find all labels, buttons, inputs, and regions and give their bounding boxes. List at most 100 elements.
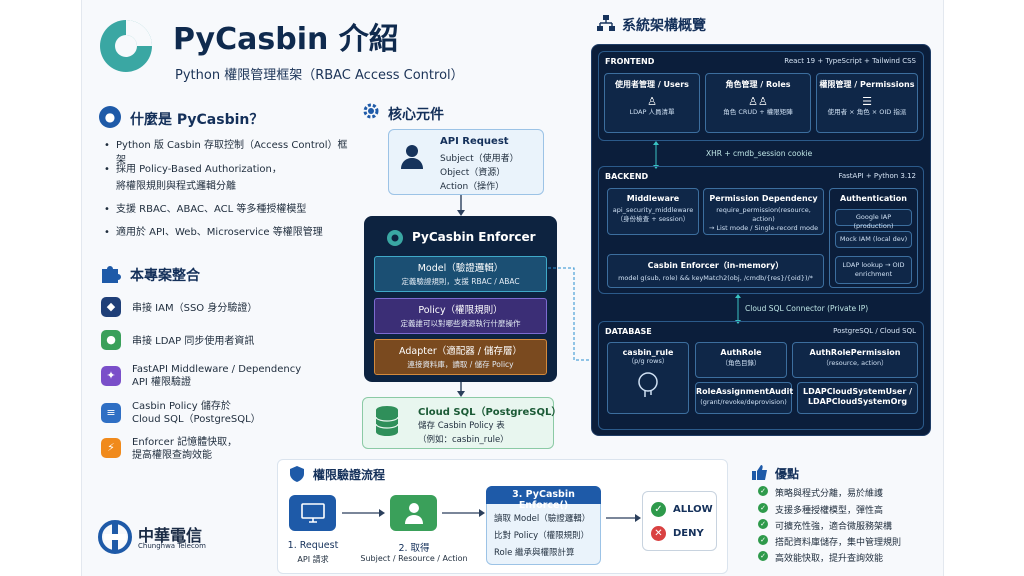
lightning-icon: ⚡: [101, 438, 121, 458]
arrow-down-icon: [457, 195, 465, 216]
permdep-card: Permission Dependency require_permission…: [703, 188, 824, 235]
integration-item-cont: Cloud SQL（PostgreSQL）: [132, 414, 261, 425]
user-icon: [405, 503, 423, 524]
plugin-icon: ✦: [101, 366, 121, 386]
integration-item-cont: 提高權限查詢效能: [132, 450, 212, 461]
api-request-box: [388, 129, 544, 195]
obtain-step-box: [390, 495, 437, 531]
check-icon: ✓: [758, 535, 768, 545]
database-icon: ≡: [101, 403, 121, 423]
integration-item: 串接 IAM（SSO 身分驗證）: [132, 303, 258, 314]
check-icon: ✓: [758, 503, 768, 513]
shield-icon: [290, 466, 304, 482]
advantages-title: 優點: [775, 467, 800, 481]
casbin-enforcer-desc: model g(sub, role) && keyMatch2(obj, /cm…: [618, 274, 813, 282]
step3-title: 3. PyCasbin Enforce(): [512, 489, 575, 511]
gear-icon: [363, 103, 379, 119]
cloudsql-line: （例如：casbin_rule）: [418, 435, 509, 445]
permdep-title: Permission Dependency: [709, 194, 818, 203]
advantage-item: 支援多種授權模型，彈性高: [775, 506, 884, 516]
database-label: DATABASE: [605, 327, 652, 336]
arrow-right-icon: [606, 514, 641, 522]
deny-icon: ✕: [651, 526, 666, 541]
adapter-row: Adapter（適配器 / 儲存層） 連接資料庫，讀取 / 儲存 Policy: [374, 339, 547, 375]
advantage-item: 高效能快取，提升查詢效能: [775, 554, 884, 564]
integration-item-cont: API 權限驗證: [132, 377, 191, 388]
db-table-title: LDAPCloudSystemUser /: [803, 387, 912, 396]
what-item: Python 版 Casbin 存取控制（Access Control）框架: [104, 138, 356, 168]
check-icon: ✓: [758, 486, 768, 496]
conn-cloudsql: Cloud SQL Connector (Private IP): [745, 304, 869, 313]
db-table-desc: (grant/revoke/deprovision): [700, 398, 787, 406]
db-table-desc: LDAPCloudSystemOrg: [807, 397, 908, 406]
flow-title: 權限驗證流程: [313, 468, 386, 482]
company-name: 中華電信: [138, 526, 203, 545]
user-icon: [401, 145, 423, 169]
check-icon: ✓: [758, 551, 768, 561]
users-card-desc: LDAP 人員清單: [629, 108, 675, 116]
step1-title: 1. Request: [287, 540, 339, 551]
permissions-card-desc: 使用者 × 角色 × OID 指派: [827, 108, 907, 116]
auth-item-label: Mock IAM (local dev): [839, 235, 908, 243]
chunghwa-logo-icon: [98, 520, 132, 554]
users-icon: ●: [101, 330, 121, 350]
what-item-cont: 將權限規則與程式邏輯分離: [116, 181, 236, 192]
casbin-rule-card: casbin_rule （p/g rows）: [607, 342, 689, 414]
casbin-enforcer-card: Casbin Enforcer（in-memory） model g(sub, …: [607, 254, 824, 288]
advantage-item: 可擴充性強，適合微服務架構: [775, 522, 893, 532]
conn-xhr: XHR + cmdb_session cookie: [706, 149, 813, 158]
what-item: 支援 RBAC、ABAC、ACL 等多種授權模型: [104, 202, 356, 217]
db-table-desc: （角色目錄）: [721, 359, 761, 367]
list-icon: ☰: [862, 95, 872, 108]
casbin-rule-title: casbin_rule: [622, 348, 674, 357]
connector-arrow-icon: [735, 294, 741, 324]
deny-label: DENY: [673, 528, 704, 539]
integration-title: 本專案整合: [130, 268, 200, 284]
users-icon: ♙♙: [748, 95, 768, 108]
db-table: AuthRolePermission （resource, action）: [792, 342, 918, 378]
users-card: 使用者管理 / Users ♙ LDAP 人員清單: [604, 73, 700, 133]
permdep-line: → List mode / Single-record mode: [708, 224, 819, 232]
frontend-lane: [598, 51, 924, 141]
page-subtitle: Python 權限管理框架（RBAC Access Control）: [175, 68, 464, 83]
permissions-card-title: 權限管理 / Permissions: [819, 80, 915, 89]
what-item: 採用 Policy-Based Authorization，: [104, 162, 356, 177]
step2-desc: Subject / Resource / Action: [360, 554, 468, 563]
allow-label: ALLOW: [673, 504, 713, 515]
backend-tech: FastAPI + Python 3.12: [838, 172, 916, 180]
db-table-desc: （resource, action）: [822, 359, 888, 367]
model-row: Model（驗證邏輯） 定義驗證規則，支援 RBAC / ABAC: [374, 256, 547, 292]
roles-card: 角色管理 / Roles ♙♙ 角色 CRUD + 權限矩陣: [705, 73, 811, 133]
roles-card-title: 角色管理 / Roles: [725, 80, 791, 89]
middleware-line: （身份檢查 + session）: [616, 215, 690, 223]
frontend-label: FRONTEND: [605, 57, 655, 66]
puzzle-icon: [102, 266, 121, 283]
enforcer-title: PyCasbin Enforcer: [412, 230, 536, 244]
enforce-step-header: [486, 486, 601, 504]
auth-item-label: Google IAP (production): [853, 213, 894, 230]
result-box: [642, 491, 717, 551]
integration-item: 串接 LDAP 同步使用者資訊: [132, 336, 255, 347]
pycasbin-logo-icon: [387, 230, 403, 246]
auth-item: LDAP lookup → OID enrichment: [835, 256, 912, 284]
auth-item-label: LDAP lookup → OID enrichment: [842, 261, 905, 278]
db-table-title: RoleAssignmentAudit: [696, 387, 794, 396]
monitor-icon: [301, 503, 325, 523]
architecture-title: 系統架構概覽: [622, 18, 706, 34]
what-item: 適用於 API、Web、Microservice 等權限管理: [104, 225, 356, 240]
check-icon: ✓: [651, 502, 666, 517]
api-request-title: API Request: [440, 136, 509, 147]
connector-arrow-icon: [653, 141, 659, 169]
casbin-rule-desc: （p/g rows）: [627, 357, 669, 365]
policy-row: Policy（權限規則） 定義誰可以對哪些資源執行什麼操作: [374, 298, 547, 334]
cloudsql-title: Cloud SQL（PostgreSQL）: [418, 407, 562, 418]
auth-title: Authentication: [840, 194, 907, 203]
users-card-title: 使用者管理 / Users: [615, 80, 689, 89]
roles-card-desc: 角色 CRUD + 權限矩陣: [723, 108, 793, 116]
api-request-line: Object（資源）: [440, 168, 506, 178]
api-request-line: Action（操作）: [440, 182, 505, 192]
model-title: Model（驗證邏輯）: [417, 263, 504, 274]
what-title: 什麼是 PyCasbin？: [130, 112, 264, 128]
database-icon: [375, 406, 399, 436]
